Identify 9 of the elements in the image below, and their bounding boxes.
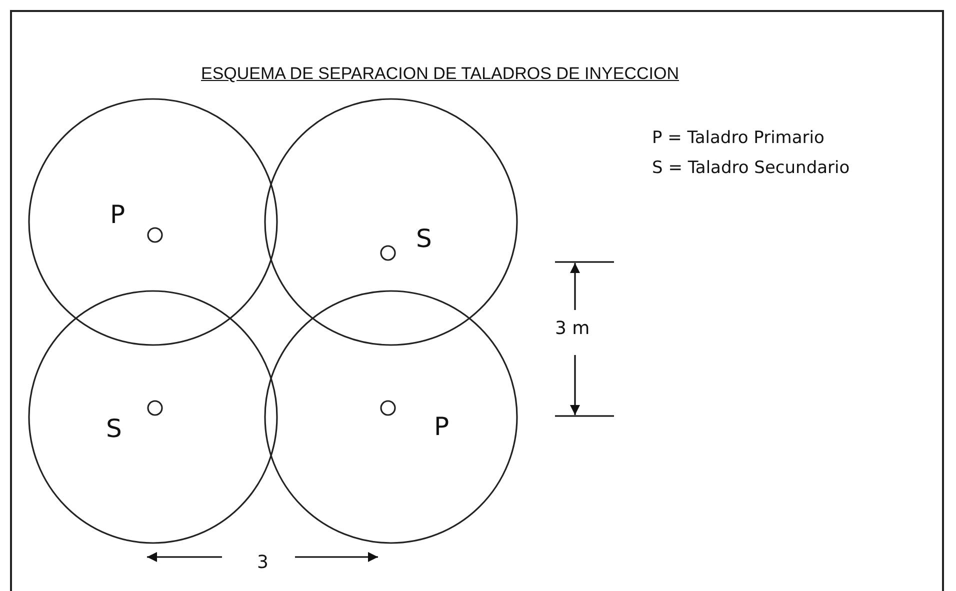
hole-type-label: S (416, 226, 432, 251)
dimension-label: 3 (257, 552, 268, 573)
legend-text: S = Taladro Secundario (652, 158, 850, 178)
hole-type-label: P (434, 414, 450, 439)
hole-type-label: S (106, 416, 122, 441)
legend-text: P = Taladro Primario (652, 128, 824, 148)
dimension-label: 3 m (555, 318, 590, 339)
diagram-title: ESQUEMA DE SEPARACION DE TALADROS DE INYECCION (200, 64, 680, 84)
hole-type-label: P (110, 202, 126, 227)
